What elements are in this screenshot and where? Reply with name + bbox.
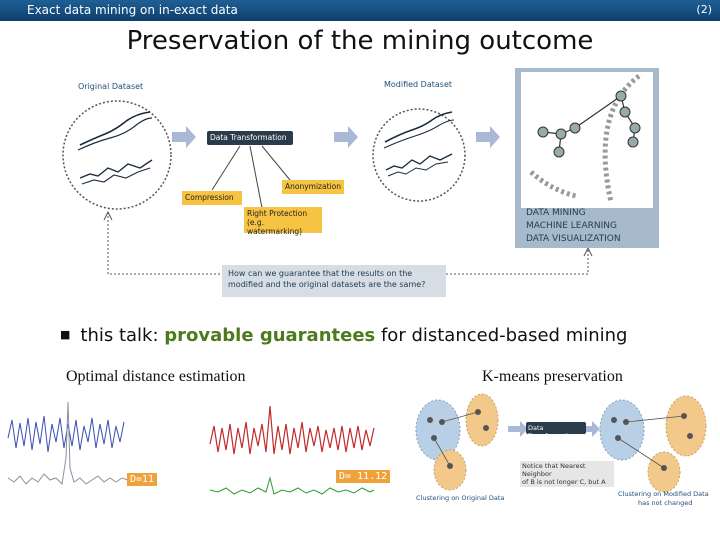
cluster-orange-right-bottom bbox=[647, 451, 681, 493]
blue-series-line bbox=[7, 415, 125, 453]
arrow-right bbox=[476, 126, 500, 148]
data-transformation-box: Data Transformation bbox=[207, 131, 293, 145]
kmeans-graphic bbox=[415, 393, 707, 493]
clustering-graphic bbox=[521, 72, 653, 208]
transformation-diagram bbox=[62, 100, 593, 275]
question-box: How can we guarantee that the results on… bbox=[222, 265, 446, 297]
caption-original-clustering: Clustering on Original Data bbox=[416, 494, 505, 502]
page-number: (2) bbox=[696, 3, 712, 16]
cluster-orange-left-top bbox=[465, 393, 499, 447]
kmeans-note: Notice that Nearest Neighbor of B is not… bbox=[520, 461, 614, 487]
compression-box: Compression bbox=[182, 191, 242, 205]
modified-dataset-circle bbox=[372, 108, 466, 202]
right-protection-line2: (e.g. watermarking) bbox=[247, 218, 303, 236]
bullet-square-icon: ■ bbox=[60, 328, 71, 341]
time-series-graphic bbox=[7, 401, 375, 495]
modified-dataset-label: Modified Dataset bbox=[384, 80, 453, 89]
slide-title: Preservation of the mining outcome bbox=[126, 26, 594, 56]
kmeans-note-line2: of B is not longer C, but A bbox=[522, 478, 606, 486]
red-series-line bbox=[209, 405, 375, 455]
arrow-right bbox=[172, 126, 196, 148]
header-bar: Exact data mining on in-exact data (2) bbox=[0, 0, 720, 21]
bullet-point: ■ this talk: provable guarantees for dist… bbox=[60, 325, 627, 346]
bullet-prefix: this talk: bbox=[80, 325, 165, 346]
mining-panel: DATA MINING MACHINE LEARNING DATA VISUAL… bbox=[515, 68, 659, 248]
kmeans-data-transformation-box: Data Transformation bbox=[526, 422, 586, 440]
bullet-highlight: provable guarantees bbox=[164, 325, 376, 346]
cluster-graph-icon bbox=[529, 74, 641, 203]
bullet-suffix: for distanced-based mining bbox=[375, 325, 628, 346]
right-protection-line1: Right Protection bbox=[247, 209, 308, 218]
panel-caption-machine-learning: MACHINE LEARNING bbox=[526, 221, 617, 231]
question-line1: How can we guarantee that the results on… bbox=[228, 269, 413, 278]
arrow-right bbox=[334, 126, 358, 148]
distance-tag-estimated: D= 11.12 bbox=[336, 470, 391, 483]
gray-series-line bbox=[7, 401, 129, 486]
cluster-orange-left-bottom bbox=[433, 449, 467, 491]
original-dataset-label: Original Dataset bbox=[78, 82, 144, 91]
distance-tag-exact: D=11 bbox=[127, 473, 158, 486]
panel-caption-data-visualization: DATA VISUALIZATION bbox=[526, 234, 621, 244]
section-title: Exact data mining on in-exact data bbox=[27, 3, 238, 17]
question-line2: modified and the original datasets are t… bbox=[228, 280, 426, 289]
anonymization-box: Anonymization bbox=[282, 180, 344, 194]
right-section-title: K-means preservation bbox=[482, 368, 623, 385]
original-dataset-circle bbox=[62, 100, 172, 210]
caption-modified-clustering-sub: has not changed bbox=[638, 499, 693, 507]
green-series-line bbox=[209, 476, 375, 495]
right-protection-box: Right Protection (e.g. watermarking) bbox=[244, 207, 322, 236]
panel-caption-data-mining: DATA MINING bbox=[526, 208, 586, 218]
caption-modified-clustering: Clustering on Modified Data bbox=[618, 490, 709, 498]
left-section-title: Optimal distance estimation bbox=[66, 368, 246, 385]
kmeans-note-line1: Notice that Nearest Neighbor bbox=[522, 462, 586, 478]
cluster-blue-right bbox=[599, 399, 645, 461]
cluster-orange-right-top bbox=[665, 395, 707, 457]
